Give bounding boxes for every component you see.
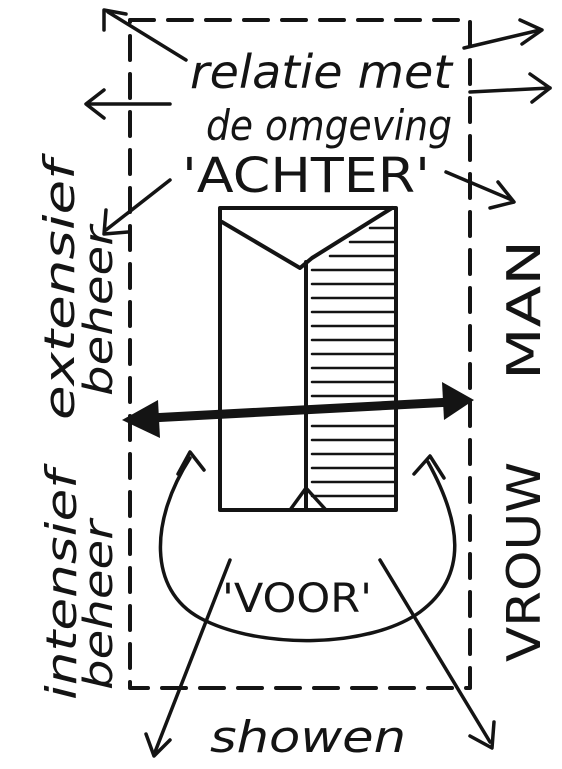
intensive-label-line2: beheer	[76, 517, 122, 690]
relation-label-line2: de omgeving	[206, 101, 452, 150]
woman-label: VROUW	[497, 462, 551, 662]
roof-lines	[222, 208, 392, 268]
front-label: 'VOOR'	[222, 576, 372, 622]
house-block	[220, 208, 396, 510]
showing-label: showen	[210, 712, 406, 763]
front-back-divider-arrow	[122, 382, 474, 438]
extensive-label-line2: beheer	[76, 223, 122, 396]
house-hatching	[312, 228, 396, 496]
relation-label-line1: relatie met	[190, 45, 454, 99]
back-label: 'ACHTER'	[182, 148, 430, 204]
man-label: MAN	[497, 240, 551, 380]
